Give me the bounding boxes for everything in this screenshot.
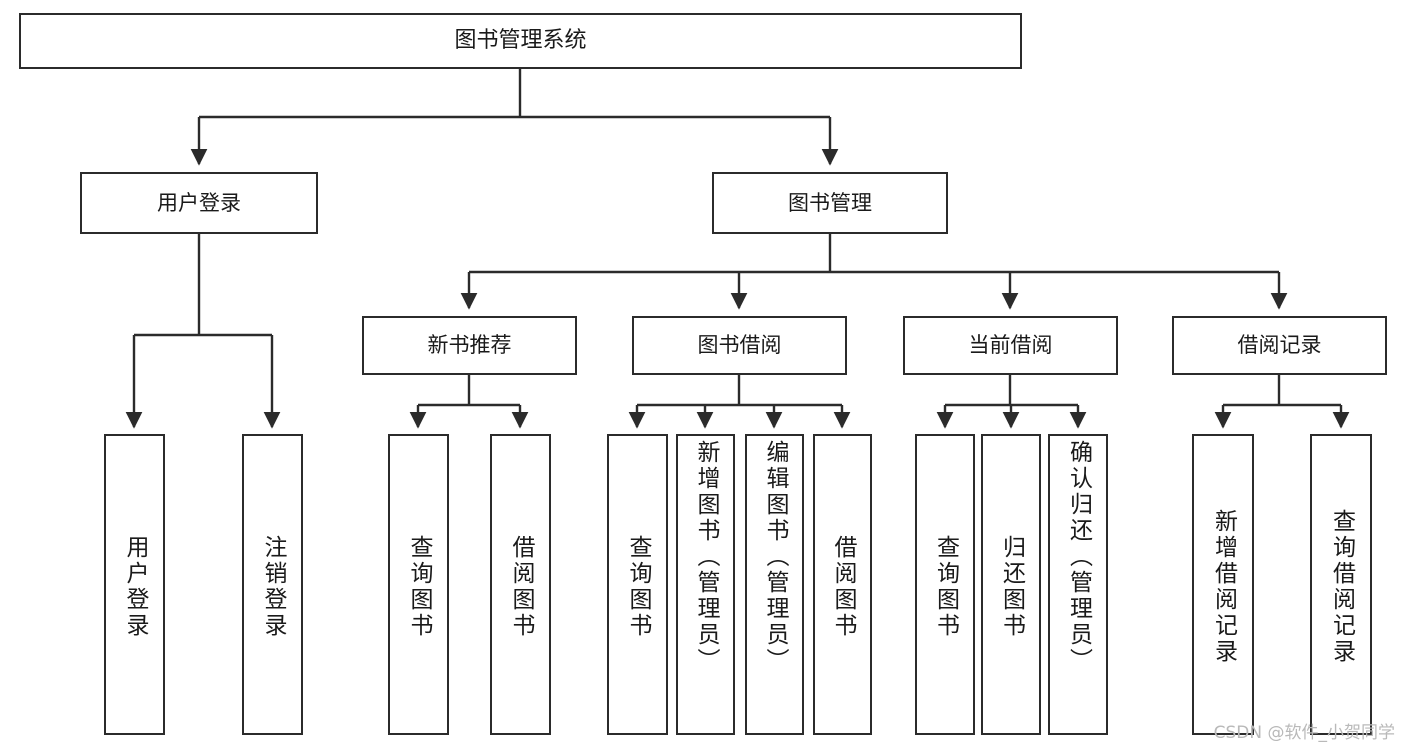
node-label: 图书管理系统 (454, 28, 587, 54)
node-root-library-management-system[interactable]: 图书管理系统 (19, 13, 1022, 69)
node-book-borrowing[interactable]: 图书借阅 (632, 316, 847, 375)
leaf-user-login[interactable]: 用户登录 (104, 434, 165, 735)
node-label: 编辑图书（管理员） (762, 440, 788, 674)
node-label: 图书管理 (788, 190, 872, 215)
node-label: 借阅图书 (508, 534, 534, 639)
leaf-add-borrow-record[interactable]: 新增借阅记录 (1192, 434, 1254, 735)
node-current-borrowing[interactable]: 当前借阅 (903, 316, 1118, 375)
node-label: 当前借阅 (968, 333, 1053, 358)
node-label: 图书借阅 (697, 333, 782, 358)
leaf-add-book-admin[interactable]: 新增图书（管理员） (676, 434, 735, 735)
csdn-watermark: CSDN @软件_小贺同学 (1213, 723, 1395, 743)
leaf-return-book[interactable]: 归还图书 (981, 434, 1041, 735)
leaf-query-borrow-record[interactable]: 查询借阅记录 (1310, 434, 1372, 735)
node-new-book-recommendation[interactable]: 新书推荐 (362, 316, 577, 375)
node-borrowing-record[interactable]: 借阅记录 (1172, 316, 1387, 375)
node-label: 查询图书 (932, 534, 959, 639)
leaf-borrow-book-recommend[interactable]: 借阅图书 (490, 434, 551, 735)
node-label: 查询借阅记录 (1328, 508, 1355, 665)
leaf-query-book-borrow[interactable]: 查询图书 (607, 434, 668, 735)
leaf-query-book-recommend[interactable]: 查询图书 (388, 434, 449, 735)
node-label: 用户登录 (122, 534, 148, 639)
leaf-borrow-book[interactable]: 借阅图书 (813, 434, 872, 735)
node-book-management[interactable]: 图书管理 (712, 172, 948, 234)
node-label: 新增图书（管理员） (693, 440, 719, 674)
node-label: 借阅图书 (830, 534, 856, 639)
node-user-login[interactable]: 用户登录 (80, 172, 318, 234)
node-label: 确认归还（管理员） (1065, 440, 1092, 674)
leaf-confirm-return-admin[interactable]: 确认归还（管理员） (1048, 434, 1108, 735)
leaf-logout[interactable]: 注销登录 (242, 434, 303, 735)
node-label: 查询图书 (625, 534, 651, 639)
node-label: 归还图书 (998, 534, 1025, 639)
leaf-edit-book-admin[interactable]: 编辑图书（管理员） (745, 434, 804, 735)
node-label: 用户登录 (157, 190, 241, 215)
node-label: 借阅记录 (1237, 333, 1322, 358)
leaf-query-book-current[interactable]: 查询图书 (915, 434, 975, 735)
node-label: 查询图书 (406, 534, 432, 639)
node-label: 新增借阅记录 (1210, 508, 1237, 665)
node-label: 注销登录 (260, 534, 286, 639)
node-label: 新书推荐 (427, 333, 512, 358)
